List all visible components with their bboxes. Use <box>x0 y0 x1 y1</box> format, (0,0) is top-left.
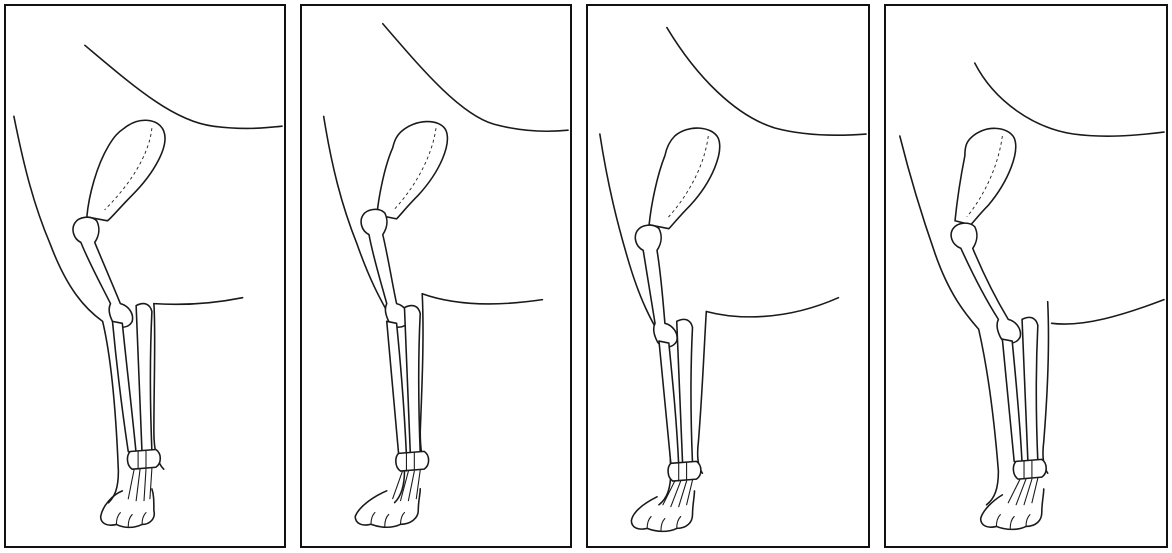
radius-bone <box>404 306 420 456</box>
leg-rear-contour <box>698 311 707 473</box>
paw-toes <box>116 513 146 527</box>
scapula-bone <box>955 128 1016 224</box>
humerus-bone <box>635 225 677 347</box>
radius-bone <box>1022 317 1038 463</box>
humerus-bone <box>951 223 1020 343</box>
forelimb-skeleton-drawing-1 <box>6 6 284 546</box>
back-contour <box>383 24 568 132</box>
limb-panel-3 <box>586 4 870 548</box>
humerus-bone <box>361 209 409 327</box>
carpus-bones <box>396 451 429 471</box>
ulna-bone <box>387 321 407 455</box>
metacarpal-lines <box>393 470 421 501</box>
humerus-bone <box>73 217 133 327</box>
leg-rear-contour <box>420 294 426 467</box>
paw-contour <box>631 491 694 531</box>
radius-bone <box>136 304 152 454</box>
scapula-bone <box>87 120 165 221</box>
belly-contour <box>154 298 243 305</box>
forelimb-skeleton-drawing-4 <box>886 6 1166 546</box>
limb-panel-2 <box>300 4 572 548</box>
paw-contour <box>101 489 155 527</box>
carpus-bones <box>127 450 160 470</box>
belly-contour <box>1052 300 1164 324</box>
paw-contour <box>355 489 420 527</box>
scapula-bone <box>649 128 720 229</box>
leg-rear-contour <box>154 304 164 470</box>
metacarpal-lines <box>128 468 152 501</box>
back-contour <box>975 63 1164 136</box>
back-contour <box>667 28 866 136</box>
belly-contour <box>706 298 838 317</box>
limb-panel-4 <box>884 4 1168 548</box>
ulna-bone <box>659 341 679 465</box>
belly-contour <box>422 294 542 304</box>
forelimb-skeleton-drawing-3 <box>588 6 868 546</box>
forelimb-skeleton-drawing-2 <box>302 6 570 546</box>
back-contour <box>85 45 282 128</box>
carpus-bones <box>668 461 701 481</box>
ulna-bone <box>1002 339 1022 463</box>
carpus-bones <box>1013 459 1046 479</box>
radius-bone <box>677 319 693 465</box>
limb-panel-1 <box>4 4 286 548</box>
scapula-bone <box>377 122 447 219</box>
metacarpal-lines <box>1008 478 1038 505</box>
leg-rear-contour <box>1043 302 1048 474</box>
